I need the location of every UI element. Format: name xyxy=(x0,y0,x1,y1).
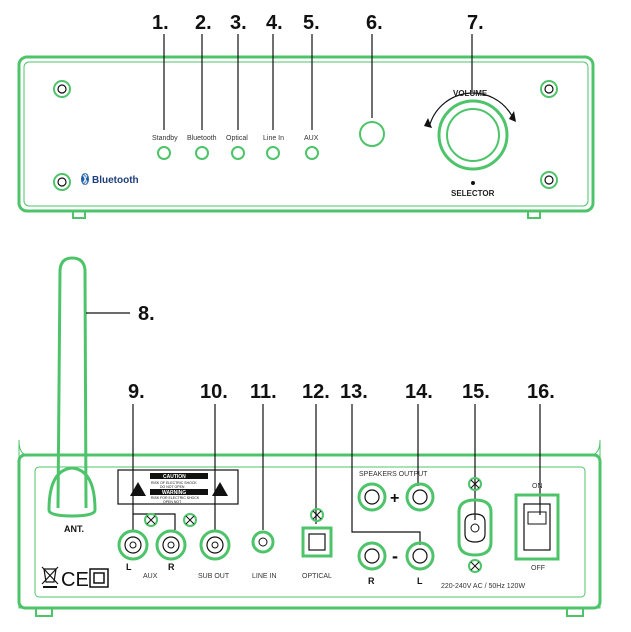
warning-line2: OPEN NOT xyxy=(163,500,182,504)
minus-sign: - xyxy=(392,546,398,566)
led-aux xyxy=(305,146,319,160)
optical-label: OPTICAL xyxy=(302,573,332,580)
caution-line1: RISK OF ELECTRIC SHOCK xyxy=(151,481,197,485)
callout-15: 15. xyxy=(462,381,490,403)
speaker-r-label: R xyxy=(368,576,375,586)
switch-off-label: OFF xyxy=(531,565,545,572)
volume-label: VOLUME xyxy=(453,89,488,98)
led-label-line-in: Line In xyxy=(263,135,284,142)
volume-selector-knob xyxy=(424,92,516,185)
caution-warning-label xyxy=(117,469,239,505)
aux-r-label: R xyxy=(168,562,175,572)
double-insulation-icon xyxy=(89,568,109,588)
switch-on-label: ON xyxy=(532,483,543,490)
screw-top-left xyxy=(53,80,71,98)
callout-13: 13. xyxy=(340,381,368,403)
screw-aux xyxy=(144,513,158,527)
screw-top-right xyxy=(540,80,558,98)
speaker-terminal-l-minus xyxy=(405,541,435,571)
bluetooth-logo: Bluetooth xyxy=(81,173,139,186)
screw-bottom-right xyxy=(540,171,558,189)
power-spec-label: 220-240V AC / 50Hz 120W xyxy=(441,583,525,590)
warning-line1: RISK FOR ELECTRIC SHOCK xyxy=(151,496,200,500)
rear-panel: ANT. CAUTION RISK OF ELECTRIC SHOCK DO N… xyxy=(17,256,602,617)
callout-10: 10. xyxy=(200,381,228,403)
callout-14: 14. xyxy=(405,381,433,403)
aux-jack-left xyxy=(117,529,149,561)
warning-title: WARNING xyxy=(162,490,186,496)
speaker-terminal-r-plus xyxy=(357,482,387,512)
antenna xyxy=(47,256,130,518)
callout-5: 5. xyxy=(303,12,320,34)
callout-12: 12. xyxy=(302,381,330,403)
ir-sensor xyxy=(359,121,385,147)
selector-label: SELECTOR xyxy=(451,189,495,198)
sub-out-label: SUB OUT xyxy=(198,573,230,580)
led-label-optical: Optical xyxy=(226,135,248,142)
rear-foot-right xyxy=(566,607,584,617)
ce-mark: CE xyxy=(61,569,89,591)
callout-6: 6. xyxy=(366,12,383,34)
speaker-terminal-l-plus xyxy=(405,482,435,512)
shock-warning-icon xyxy=(130,482,146,496)
bluetooth-logo-text: Bluetooth xyxy=(92,175,139,186)
line-in-jack xyxy=(251,530,275,554)
speakers-output-label: SPEAKERS OUTPUT xyxy=(359,471,428,478)
led-bluetooth xyxy=(195,146,209,160)
callout-4: 4. xyxy=(266,12,283,34)
aux-l-label: L xyxy=(126,562,132,572)
led-label-standby: Standby xyxy=(152,135,178,142)
callout-2: 2. xyxy=(195,12,212,34)
line-in-label: LINE IN xyxy=(252,573,277,580)
callout-8: 8. xyxy=(138,303,155,325)
aux-jack-right xyxy=(155,529,187,561)
exclamation-warning-icon xyxy=(212,482,228,496)
led-optical xyxy=(231,146,245,160)
callout-11: 11. xyxy=(250,381,277,403)
aux-label: AUX xyxy=(143,573,158,580)
front-panel: Bluetooth Standby Bluetooth Optical Line… xyxy=(17,34,595,219)
screw-sub xyxy=(183,513,197,527)
led-line-in xyxy=(266,146,280,160)
antenna-label: ANT. xyxy=(64,524,84,534)
rear-foot-left xyxy=(35,607,53,617)
power-inlet xyxy=(457,477,493,573)
caution-line2: DO NOT OPEN xyxy=(160,485,185,489)
led-label-bluetooth: Bluetooth xyxy=(187,135,217,142)
front-foot-left xyxy=(72,210,86,219)
optical-port xyxy=(301,508,333,558)
led-label-aux: AUX xyxy=(304,135,319,142)
callout-1: 1. xyxy=(152,12,169,34)
speaker-l-label: L xyxy=(417,576,423,586)
power-switch xyxy=(514,493,560,561)
caution-title: CAUTION xyxy=(163,474,186,480)
screw-bottom-left xyxy=(53,173,71,191)
callout-3: 3. xyxy=(230,12,247,34)
callout-16: 16. xyxy=(527,381,555,403)
sub-out-jack xyxy=(199,529,231,561)
led-standby xyxy=(157,146,171,160)
callout-7: 7. xyxy=(467,12,484,34)
speaker-terminal-r-minus xyxy=(357,541,387,571)
plus-sign: + xyxy=(390,490,399,507)
callout-9: 9. xyxy=(128,381,145,403)
front-foot-right xyxy=(527,210,541,219)
weee-bin-icon xyxy=(41,566,59,588)
